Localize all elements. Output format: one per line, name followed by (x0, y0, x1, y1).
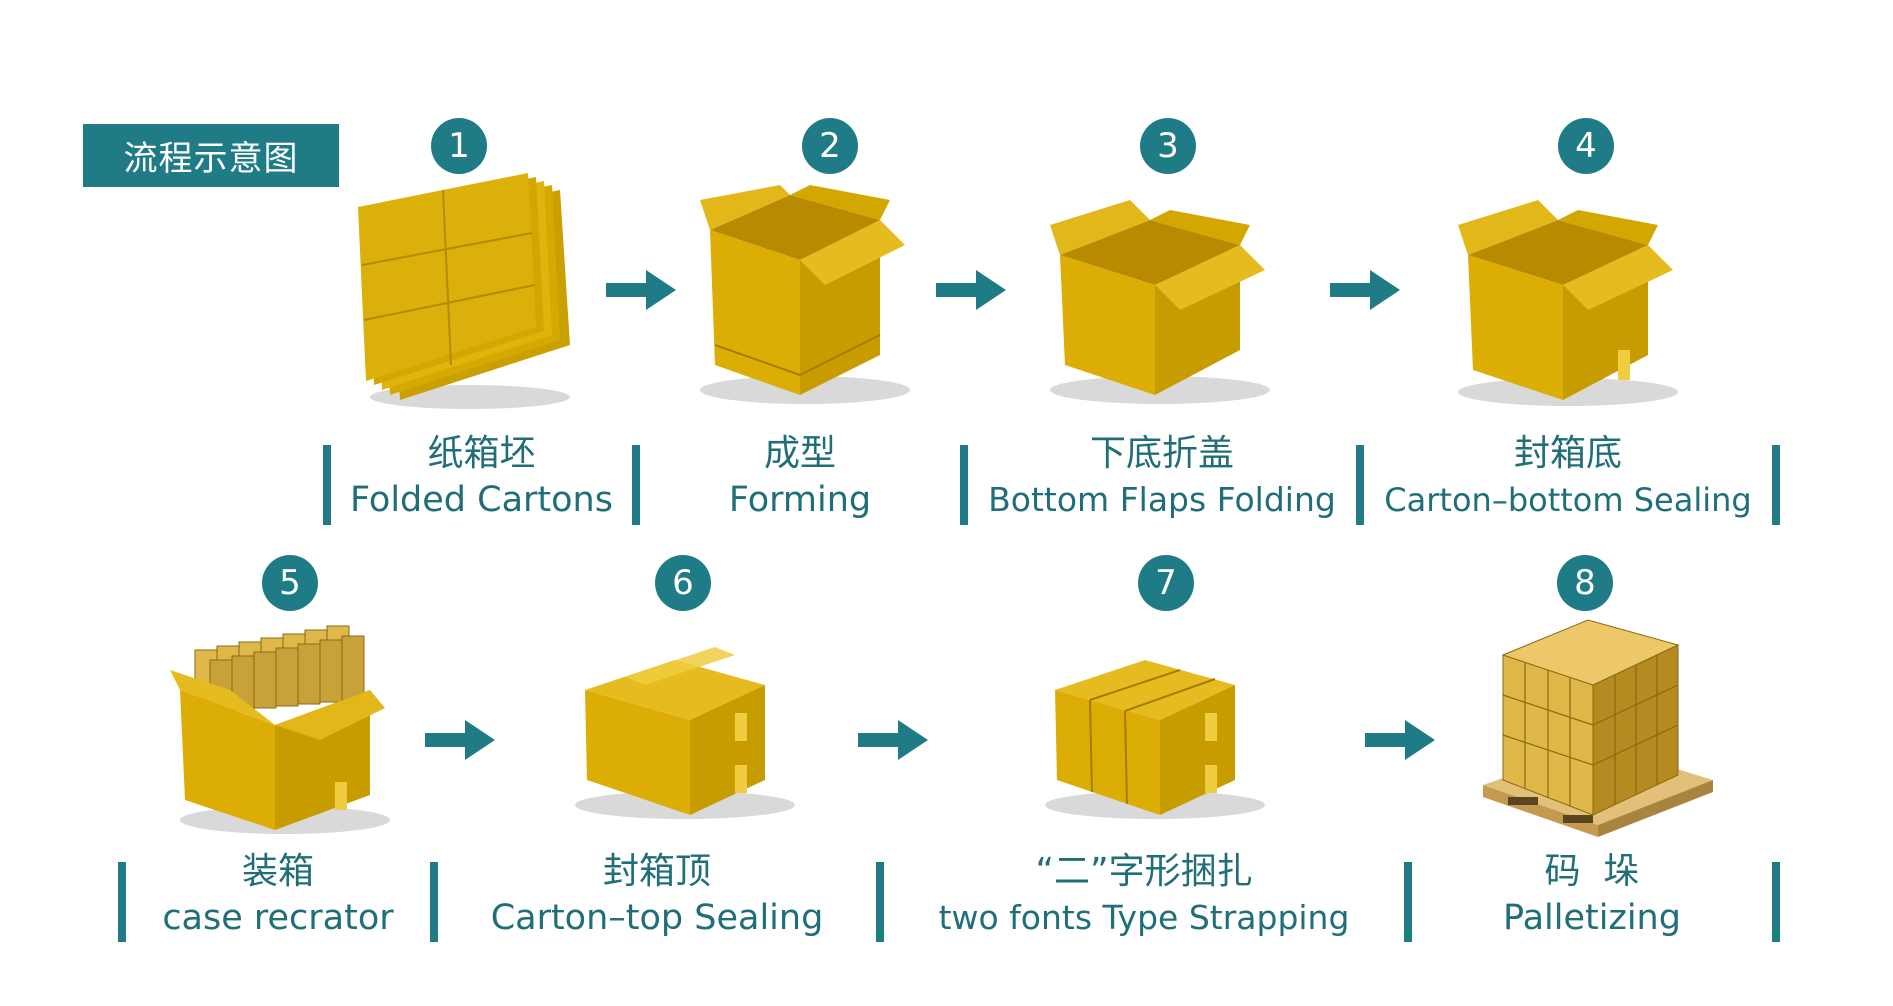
step-2-label: 成型 Forming (640, 432, 960, 524)
bottom-sealed-box-illustration (1458, 200, 1678, 406)
step-2-chinese-label: 成型 (763, 433, 836, 474)
forming-box-illustration (700, 185, 910, 404)
step-8-english-label: Palletizing (1503, 898, 1681, 938)
arrow-6-to-7-icon (858, 720, 928, 760)
step-3-label: 下底折盖 Bottom Flaps Folding (968, 432, 1356, 524)
step-3-english-label: Bottom Flaps Folding (988, 480, 1336, 519)
case-packing-illustration (170, 625, 390, 834)
step-8-chinese-label: 码 垛 (1544, 851, 1640, 892)
divider-bar (632, 445, 640, 525)
step-4-english-label: Carton–bottom Sealing (1384, 481, 1752, 519)
process-diagram-title: 流程示意图 (83, 124, 339, 187)
divider-bar (1356, 445, 1364, 525)
bottom-flaps-box-illustration (1050, 200, 1270, 404)
step-4-number-badge: 4 (1558, 118, 1614, 174)
arrow-5-to-6-icon (425, 720, 495, 760)
divider-bar (1772, 445, 1780, 525)
step-6-label: 封箱顶 Carton–top Sealing (438, 850, 876, 942)
step-7-label: “二”字形捆扎 two fonts Type Strapping (884, 850, 1404, 942)
step-7-english-label: two fonts Type Strapping (938, 898, 1350, 937)
divider-bar (430, 862, 438, 942)
divider-bar (1404, 862, 1412, 942)
step-8-number-badge: 8 (1557, 555, 1613, 611)
arrow-2-to-3-icon (936, 270, 1006, 310)
step-5-chinese-label: 装箱 (241, 851, 314, 892)
step-5-english-label: case recrator (162, 898, 394, 938)
divider-bar (876, 862, 884, 942)
divider-bar (323, 445, 331, 525)
top-sealed-box-illustration (575, 647, 795, 819)
step-4-chinese-label: 封箱底 (1513, 433, 1622, 474)
step-5-label: 装箱 case recrator (126, 850, 430, 942)
step-7-number-badge: 7 (1138, 555, 1194, 611)
divider-bar (1772, 862, 1780, 942)
strapped-box-illustration (1045, 660, 1265, 819)
step-8-label: 码 垛 Palletizing (1412, 850, 1772, 942)
step-6-english-label: Carton–top Sealing (490, 898, 824, 938)
arrow-1-to-2-icon (606, 270, 676, 310)
step-1-chinese-label: 纸箱坯 (427, 433, 536, 474)
step-1-number-badge: 1 (431, 118, 487, 174)
step-2-number-badge: 2 (802, 118, 858, 174)
arrow-7-to-8-icon (1365, 720, 1435, 760)
step-2-english-label: Forming (728, 480, 872, 520)
divider-bar (118, 862, 126, 942)
step-6-chinese-label: 封箱顶 (602, 851, 711, 892)
divider-bar (960, 445, 968, 525)
step-7-chinese-label: “二”字形捆扎 (1035, 851, 1253, 892)
step-6-number-badge: 6 (655, 555, 711, 611)
arrow-3-to-4-icon (1330, 270, 1400, 310)
step-4-label: 封箱底 Carton–bottom Sealing (1364, 432, 1772, 524)
step-3-chinese-label: 下底折盖 (1089, 433, 1234, 474)
step-1-english-label: Folded Cartons (350, 480, 613, 520)
folded-cartons-illustration (358, 173, 570, 409)
step-1-label: 纸箱坯 Folded Cartons (331, 432, 632, 524)
step-5-number-badge: 5 (262, 555, 318, 611)
palletized-stack-illustration (1483, 619, 1713, 837)
step-3-number-badge: 3 (1140, 118, 1196, 174)
